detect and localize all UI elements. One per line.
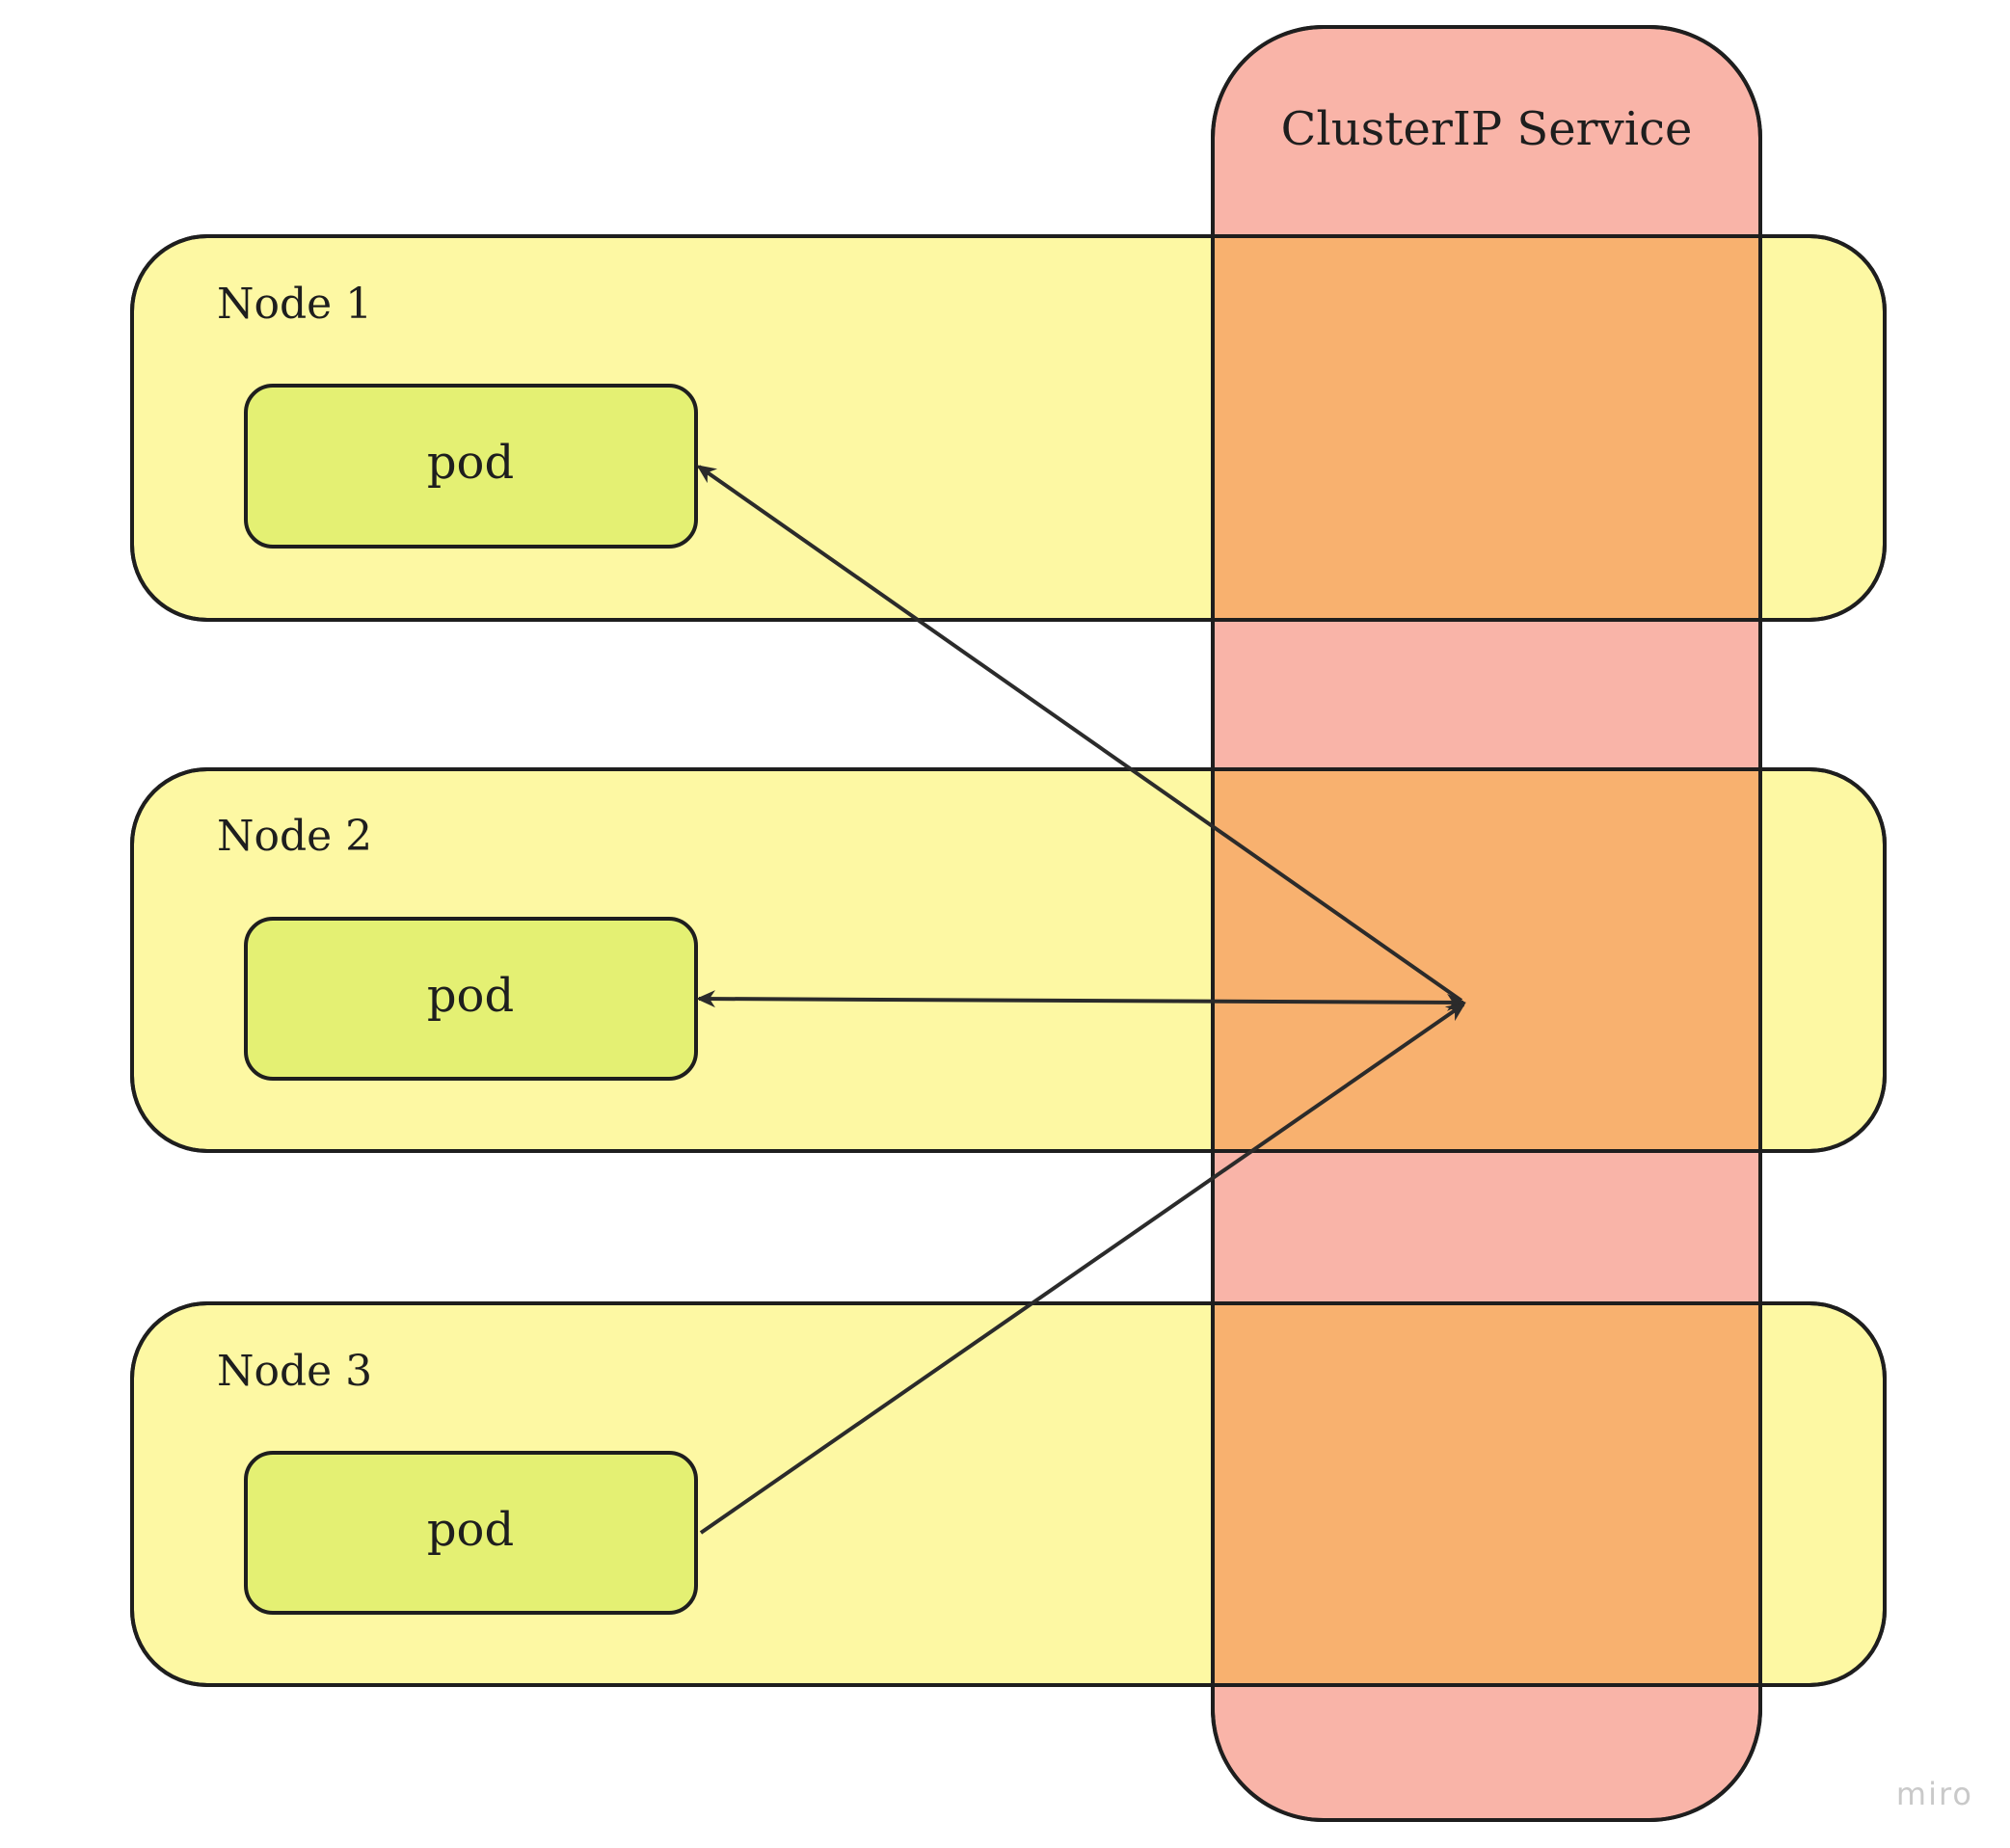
node-2-pod[interactable]: pod xyxy=(244,917,698,1081)
clusterip-service-title: ClusterIP Service xyxy=(1281,102,1693,156)
pod-label-2: pod xyxy=(427,969,514,1023)
clusterip-service-outline xyxy=(1211,25,1762,1822)
node-2-service-overlap xyxy=(1213,769,1760,1151)
node-3-service-overlap xyxy=(1213,1303,1760,1685)
node-1-pod[interactable]: pod xyxy=(244,384,698,549)
node-3-pod[interactable]: pod xyxy=(244,1451,698,1615)
arrow-pod-3-to-service xyxy=(699,1003,1466,1535)
miro-watermark: miro xyxy=(1896,1776,1973,1812)
arrow-service-to-pod-1 xyxy=(696,465,1463,1003)
node-1[interactable]: Node 1 pod xyxy=(130,234,1887,622)
pod-label-1: pod xyxy=(427,436,514,490)
node-3-label: Node 3 xyxy=(217,1347,372,1396)
node-3-outline xyxy=(130,1301,1887,1687)
pod-box-3 xyxy=(244,1451,698,1615)
pod-box-2 xyxy=(244,917,698,1081)
pod-box-1 xyxy=(244,384,698,549)
node-2[interactable]: Node 2 pod xyxy=(130,767,1887,1153)
node-2-outline xyxy=(130,767,1887,1153)
node-2-label: Node 2 xyxy=(217,812,372,861)
node-1-service-overlap xyxy=(1213,236,1760,620)
node-1-outline xyxy=(130,234,1887,622)
arrow-service-to-pod-2 xyxy=(696,990,1466,1011)
pod-label-3: pod xyxy=(427,1503,514,1557)
node-3[interactable]: Node 3 pod xyxy=(130,1301,1887,1687)
node-1-label: Node 1 xyxy=(217,280,372,329)
